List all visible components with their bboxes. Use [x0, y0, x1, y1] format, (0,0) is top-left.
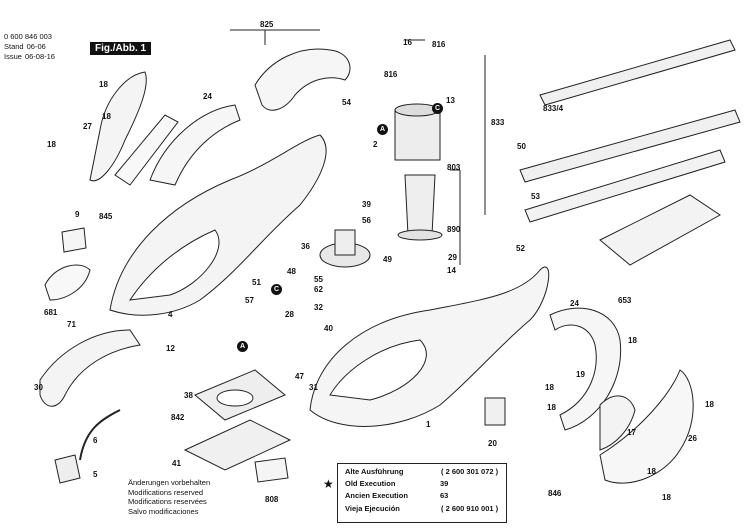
part-number-label: 6: [93, 436, 98, 445]
part-number-label: 816: [384, 70, 398, 79]
motor-shape: [394, 109, 441, 161]
note-line: Modifications reservées: [128, 497, 207, 506]
part-number-label: 50: [517, 142, 526, 151]
legend-label: Old Execution: [345, 479, 396, 488]
part-number-label: 24: [203, 92, 212, 101]
part-number-label: 57: [245, 296, 254, 305]
part-number-label: 24: [570, 299, 579, 308]
part-number-label: 1: [426, 420, 431, 429]
part-number-label: 62: [314, 285, 323, 294]
legend-label: Vieja Ejecución: [345, 504, 400, 513]
part-number-label: 28: [285, 310, 294, 319]
issue-row: Issue 06-08-16: [4, 52, 55, 62]
issue-value: 06-08-16: [24, 52, 55, 61]
part-number-label: 2: [373, 140, 378, 149]
part-number-label: 18: [628, 336, 637, 345]
guard-26-shape: [599, 369, 694, 484]
part-number-label: 54: [342, 98, 351, 107]
guard-30-shape: [39, 329, 141, 407]
part-number-label: 803: [447, 163, 461, 172]
part-number-label: 846: [548, 489, 562, 498]
stand-label: Stand: [4, 42, 24, 51]
part-number-label: 30: [34, 383, 43, 392]
part-number-label: 40: [324, 324, 333, 333]
part-number-label: 18: [547, 403, 556, 412]
stand-value: 06-06: [26, 42, 46, 51]
blade-lower-shape: [519, 109, 741, 183]
legend-part-number: ( 2 600 301 072 ): [441, 467, 499, 476]
part-number-label: 842: [171, 413, 185, 422]
part-number-label: 55: [314, 275, 323, 284]
callout-marker: C: [432, 103, 443, 114]
part-number-label: 17: [627, 428, 636, 437]
part-number-label: 18: [99, 80, 108, 89]
part-number-label: 18: [705, 400, 714, 409]
part-number-label: 13: [446, 96, 455, 105]
part-number-label: 39: [362, 200, 371, 209]
legend-ref: 63: [440, 491, 449, 500]
modification-notes: Änderungen vorbehalten Modifications res…: [128, 478, 210, 516]
part-number-label: 52: [516, 244, 525, 253]
callout-marker: A: [377, 124, 388, 135]
callout-marker: C: [271, 284, 282, 295]
part-number-label: 890: [447, 225, 461, 234]
part-number-label: 19: [576, 370, 585, 379]
figure-badge: Fig./Abb. 1: [90, 42, 152, 55]
part-number-label: 681: [44, 308, 58, 317]
top-handle-shape: [254, 48, 351, 111]
star-note-marker: ★: [323, 477, 334, 491]
part-number-label: 53: [531, 192, 540, 201]
old-execution-legend: Alte Ausführung ( 2 600 301 072 ) Old Ex…: [337, 463, 507, 523]
part-number-label: 18: [102, 112, 111, 121]
part-number-label: 18: [545, 383, 554, 392]
part-number-label: 9: [75, 210, 80, 219]
side-handle-shape: [89, 71, 147, 182]
part-number-label: 833: [491, 118, 505, 127]
part-number-label: 71: [67, 320, 76, 329]
issue-label: Issue: [4, 52, 22, 61]
document-header: 0 600 846 003 Stand 06-06 Issue 06-08-16: [4, 2, 55, 62]
part-number-label: 808: [265, 495, 279, 504]
part-number-label: 29: [448, 253, 457, 262]
note-line: Salvo modificaciones: [128, 506, 199, 516]
part-number-label: 56: [362, 216, 371, 225]
part-number-label: 41: [172, 459, 181, 468]
part-number-label: 5: [93, 470, 98, 479]
part-number-label: 49: [383, 255, 392, 264]
part-number-label: 12: [166, 344, 175, 353]
part-number-label: 51: [252, 278, 261, 287]
part-number-label: 48: [287, 267, 296, 276]
blade-upper-shape: [539, 39, 736, 106]
part-number-label: 32: [314, 303, 323, 312]
part-number-label: 4: [168, 310, 173, 319]
legend-label: Ancien Execution: [345, 491, 408, 500]
part-number-label: 845: [99, 212, 113, 221]
part-number-label: 16: [403, 38, 412, 47]
stand-row: Stand 06-06: [4, 42, 55, 52]
part-number-label: 31: [309, 383, 318, 392]
part-number-label: 27: [83, 122, 92, 131]
part-number-label: 14: [447, 266, 456, 275]
part-number-label: 833/4: [543, 104, 564, 113]
part-number-label: 38: [184, 391, 193, 400]
part-number-label: 26: [688, 434, 697, 443]
note-line: Modifications reserved: [128, 487, 204, 497]
part-number-label: 653: [618, 296, 632, 305]
part-number-label: 816: [432, 40, 446, 49]
note-line: Änderungen vorbehalten: [128, 478, 211, 487]
housing-right-shape: [309, 266, 550, 427]
part-number-label: 20: [488, 439, 497, 448]
callout-marker: A: [237, 341, 248, 352]
part-number-label: 18: [47, 140, 56, 149]
part-number-label: 18: [647, 467, 656, 476]
legend-label: Alte Ausführung: [345, 467, 404, 476]
part-number-label: 36: [301, 242, 310, 251]
part-number-label: 825: [260, 20, 274, 29]
part-number-label: 47: [295, 372, 304, 381]
legend-part-number: ( 2 600 910 001 ): [441, 504, 499, 513]
legend-ref: 39: [440, 479, 449, 488]
doc-number: 0 600 846 003: [4, 32, 52, 41]
part-number-label: 18: [662, 493, 671, 502]
